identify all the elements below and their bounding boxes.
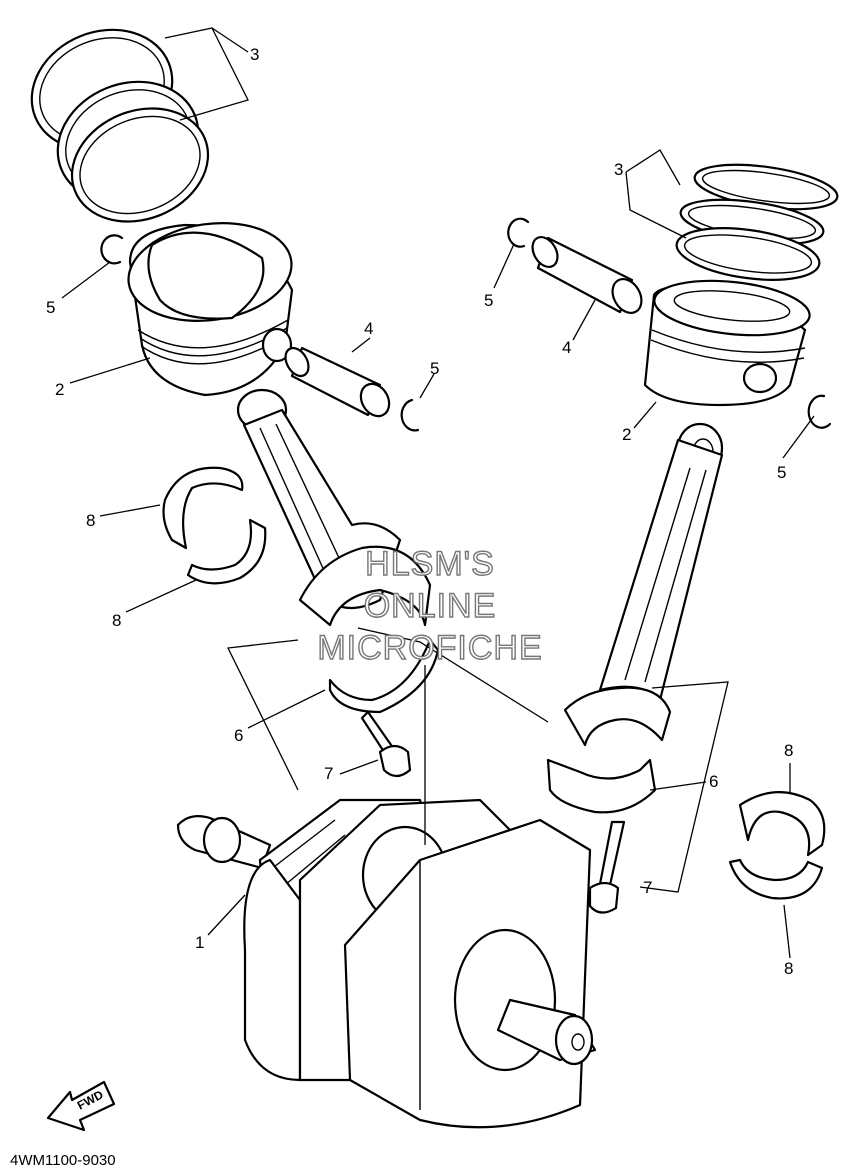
piston-pin-right [531,235,643,314]
piston-pin-left [284,346,391,418]
piston-pin-clip-right-lower [807,394,832,429]
callout-2-left: 2 [55,380,64,399]
piston-rings-left [30,28,210,223]
callout-8-right-lower: 8 [784,959,793,978]
connecting-rod-right [546,422,724,814]
callout-5-right-upper: 5 [484,291,493,310]
callout-8-left-upper: 8 [86,511,95,530]
callout-1: 1 [195,933,204,952]
watermark-line-1: HLSM'S [365,545,495,583]
callout-6-right: 6 [709,772,718,791]
callout-5-left-lower: 5 [430,359,439,378]
bearing-shells-right [728,791,826,900]
piston-pin-clip-left-upper [100,234,124,265]
piston-left [127,222,294,397]
watermark: HLSM'S ONLINE MICROFICHE [317,544,543,667]
con-rod-bolt-right [588,820,626,914]
connecting-rod-left [236,388,440,714]
callout-8-right-upper: 8 [784,741,793,760]
watermark-line-3: MICROFICHE [317,629,542,667]
watermark-line-2: ONLINE [364,587,497,625]
con-rod-bolt-left [360,710,412,778]
leader-lines [61,27,815,959]
callout-7-left: 7 [324,764,333,783]
callout-numbers: 3 5 2 4 5 8 8 6 7 1 3 5 4 2 5 8 6 7 8 [46,45,793,978]
callout-8-left-lower: 8 [112,611,121,630]
callout-4-right: 4 [562,338,571,357]
diagram-code: 4WM1100-9030 [10,1152,116,1169]
piston-pin-clip-right-upper [507,217,530,248]
callout-5-right-lower: 5 [777,463,786,482]
callout-4-left: 4 [364,319,373,338]
callout-6-left: 6 [234,726,243,745]
callout-3-left: 3 [250,45,259,64]
piston-right [643,279,811,407]
callout-7-right: 7 [643,878,652,897]
crankshaft [176,798,597,1129]
piston-pin-clip-left-lower [400,398,420,432]
forward-arrow-icon: FWD [46,1080,116,1132]
bearing-shells-left [162,466,267,585]
callout-3-right: 3 [614,160,623,179]
piston-rings-right [675,163,839,281]
callout-2-right: 2 [622,425,631,444]
callout-5-left-upper: 5 [46,298,55,317]
